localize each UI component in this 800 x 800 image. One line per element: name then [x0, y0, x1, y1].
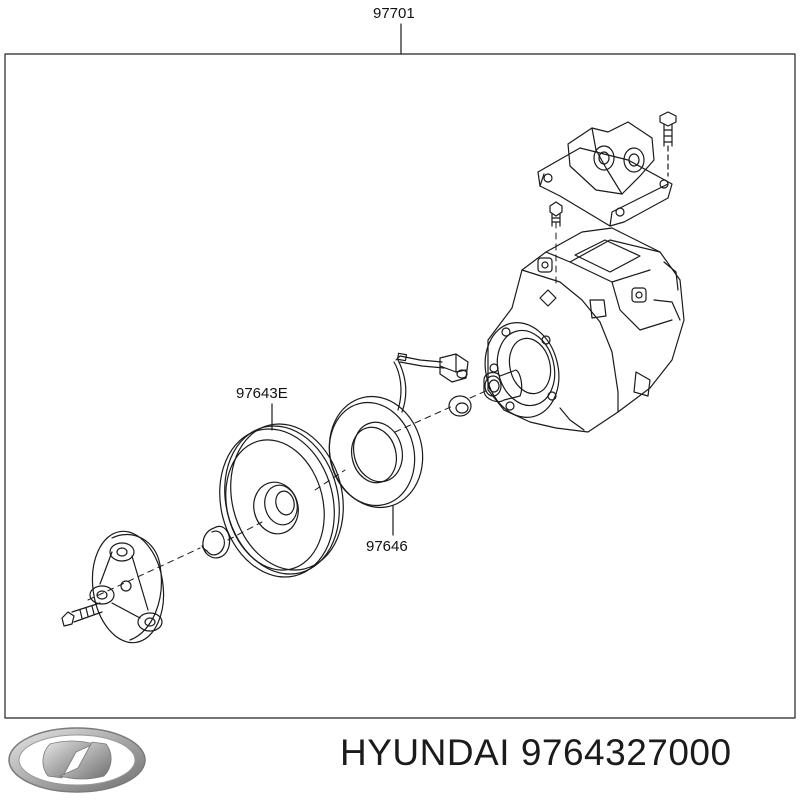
hyundai-logo: [8, 727, 146, 793]
snap-ring: [201, 525, 231, 559]
field-coil-97646: [328, 359, 424, 509]
compressor-exploded-diagram: [4, 23, 796, 719]
label-97646: 97646: [366, 538, 408, 555]
shaft-boss: [483, 369, 523, 403]
diagram-frame: [4, 53, 796, 719]
clutch-hub-plate: [89, 530, 165, 644]
bracket-bolt-side: [549, 201, 563, 227]
compressor-front-face: [484, 322, 560, 418]
label-97701: 97701: [373, 5, 415, 22]
part-number: 9764327000: [520, 732, 732, 773]
assembly-axis: [87, 221, 557, 601]
bracket-bolt-top: [659, 111, 677, 177]
small-snap-ring: [448, 395, 472, 417]
center-bolt: [61, 602, 103, 627]
pulley-97643e: [219, 423, 344, 578]
footer-part-number: HYUNDAI 9764327000: [340, 732, 732, 774]
compressor-body: [487, 227, 685, 433]
label-97643e: 97643E: [236, 385, 288, 402]
coil-wire-connector: [395, 352, 469, 383]
mounting-bracket: [537, 121, 673, 227]
brand-name: HYUNDAI: [340, 732, 511, 773]
